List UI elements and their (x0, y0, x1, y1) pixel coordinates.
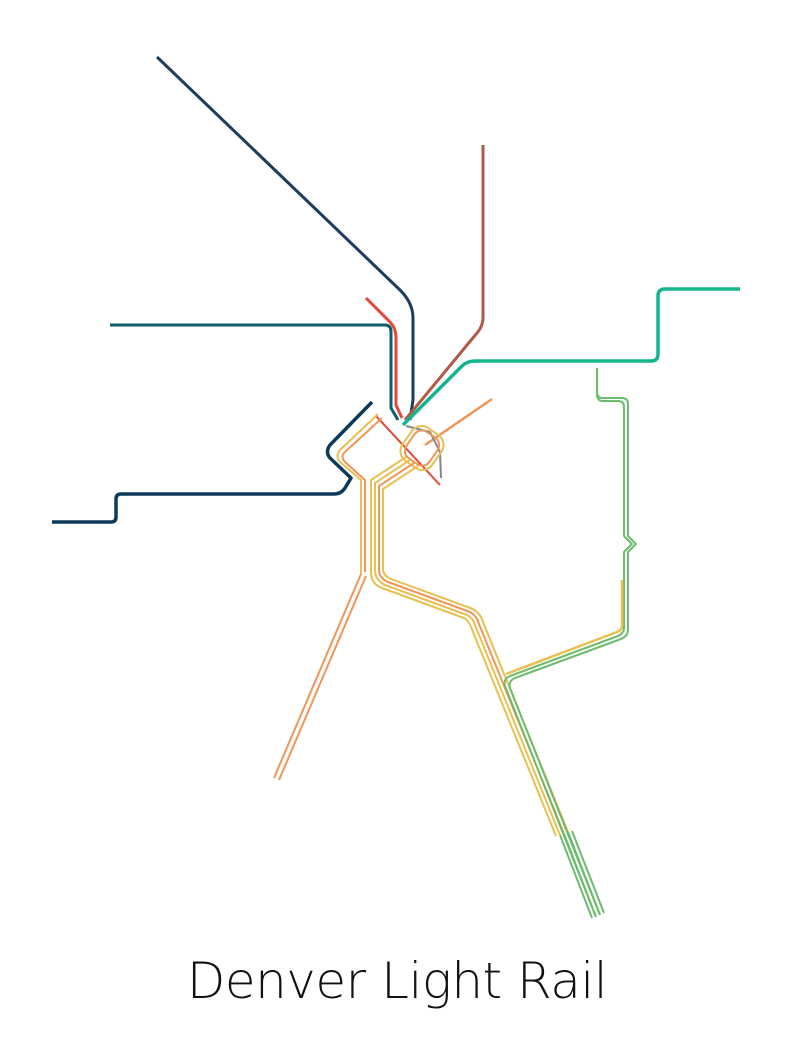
line-brown-north (403, 145, 485, 421)
line-teal-west (110, 323, 400, 421)
line-green-east (401, 287, 740, 427)
line-red-north (364, 296, 404, 419)
line-green-south-tracks (559, 830, 605, 919)
line-navy-southwest (52, 400, 374, 524)
line-yellow-east-spur (505, 580, 624, 676)
map-title: Denver Light Rail (186, 952, 608, 1010)
line-green-southeast (503, 368, 637, 918)
line-navy-northwest (155, 55, 415, 421)
line-bundle-central-trunk (370, 456, 569, 837)
line-gray-loop (405, 425, 442, 479)
line-bundle-west-trunk (336, 413, 383, 574)
line-downtown-connector (375, 415, 441, 486)
line-orange-southwest (273, 573, 367, 781)
